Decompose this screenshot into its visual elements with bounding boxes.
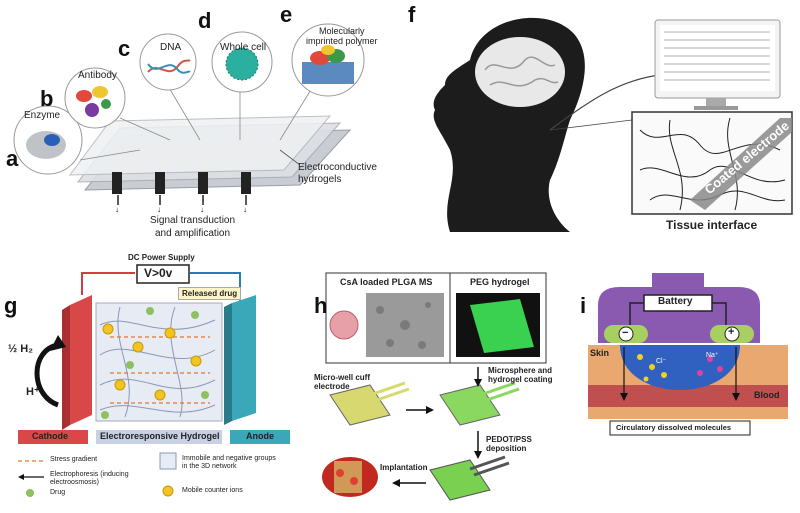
transdermal-illustration xyxy=(588,273,788,436)
panel-letter-c: c xyxy=(118,36,131,61)
plus-sign: + xyxy=(728,326,735,338)
svg-text:↓: ↓ xyxy=(243,205,247,214)
battery-label: Battery xyxy=(658,296,693,307)
panel-letter-d: d xyxy=(198,8,212,33)
panel-letter-b: b xyxy=(40,86,54,111)
dna-label: DNA xyxy=(160,42,182,53)
panel-letter-f: f xyxy=(408,2,416,27)
legend-stress: Stress gradient xyxy=(50,456,98,463)
panel-drug-release: g DC Power Supply V>0v Released drug ½ H… xyxy=(0,253,310,508)
sensor-illustration: ↓ ↓ ↓ ↓ xyxy=(13,23,365,214)
hplus-label: H⁺ xyxy=(26,386,40,398)
panel-letter-a: a xyxy=(6,146,19,171)
polymer-icon xyxy=(302,45,354,84)
blood-label: Blood xyxy=(754,390,780,400)
microsphere-icon xyxy=(329,310,359,340)
cathode-plate xyxy=(70,295,92,425)
panel-letter-h: h xyxy=(314,293,328,318)
svg-text:↓: ↓ xyxy=(115,205,119,214)
legend-drug: Drug xyxy=(50,489,66,496)
anode-label: Anode xyxy=(246,431,274,441)
cuff-illustration xyxy=(322,272,547,501)
na-label: Na⁺ xyxy=(706,352,719,359)
panel-letter-i: i xyxy=(580,293,587,318)
brain-icon xyxy=(475,37,565,107)
cathode-label: Cathode xyxy=(32,431,68,441)
blood-layer xyxy=(588,385,788,407)
panel-letter-e: e xyxy=(280,2,293,27)
cuff-electrode-3 xyxy=(429,455,510,501)
antibody-label: Antibody xyxy=(78,70,117,81)
cl-label: Cl⁻ xyxy=(656,358,667,365)
enzyme-label: Enzyme xyxy=(24,110,61,121)
peg-label: PEG hydrogel xyxy=(470,277,530,287)
skin-label: Skin xyxy=(590,348,610,358)
panel-cuff-electrode: h CsA loaded PLGA MS PEG hydrogel Micro-… xyxy=(310,255,560,508)
cuff-electrode-2 xyxy=(439,381,520,426)
cuff-electrode-1 xyxy=(329,381,410,426)
molecules-label: Circulatory dissolved molecules xyxy=(616,423,732,432)
anode-plate xyxy=(232,295,256,421)
brain-illustration xyxy=(433,17,793,233)
power-supply-label: DC Power Supply xyxy=(128,253,195,262)
tissue-interface-label: Tissue interface xyxy=(666,218,758,232)
svg-text:↓: ↓ xyxy=(157,205,161,214)
csa-label: CsA loaded PLGA MS xyxy=(340,277,433,287)
minus-sign: − xyxy=(622,327,629,339)
hydrogel-label: Electroresponsive Hydrogel xyxy=(100,431,220,441)
hydrogel-illustration xyxy=(18,264,290,497)
panel-letter-g: g xyxy=(4,293,18,318)
legend-mobile: Mobile counter ions xyxy=(182,487,243,494)
antibody-icon xyxy=(76,86,111,117)
panel-brain: f Coated electrode Tissue interface xyxy=(400,0,800,250)
voltage-box xyxy=(136,264,190,284)
implanted-cuff-icon xyxy=(322,457,378,497)
cell-icon xyxy=(226,48,258,80)
implantation-label: Implantation xyxy=(380,463,428,472)
panel-sensors: ↓ ↓ ↓ ↓ xyxy=(0,0,400,250)
h2-label: ½ H₂ xyxy=(8,343,34,355)
svg-text:↓: ↓ xyxy=(200,205,204,214)
whole-cell-label: Whole cell xyxy=(220,42,267,53)
released-drug-label: Released drug xyxy=(178,287,242,300)
enzyme-icon xyxy=(26,131,66,159)
voltage-label: V>0v xyxy=(144,266,173,280)
molecules-box xyxy=(609,420,751,436)
panel-transdermal: i Battery Skin Blood Circulatory dissolv… xyxy=(560,255,800,508)
dna-icon xyxy=(147,59,191,74)
